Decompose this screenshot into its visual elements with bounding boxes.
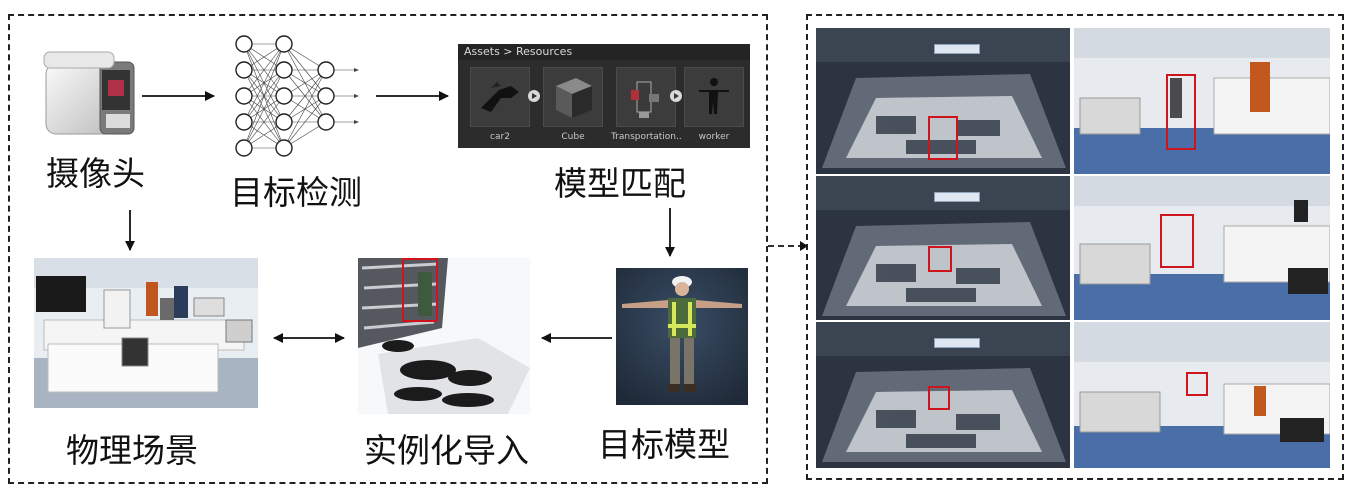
point-cloud-image — [358, 258, 530, 414]
results-grid — [816, 28, 1330, 468]
asset-tile-cube[interactable] — [543, 67, 603, 127]
camera-label: 摄像头 — [46, 154, 145, 193]
virtual-scene-view-2 — [816, 176, 1070, 320]
pipeline-arrows — [125, 91, 675, 343]
virtual-scene-view-3 — [816, 322, 1070, 468]
physical-scene-photo — [34, 258, 258, 408]
camera-icon — [40, 50, 140, 142]
machine-model-icon — [631, 81, 659, 118]
detection-box — [1166, 74, 1196, 150]
play-icon[interactable] — [528, 90, 540, 102]
detection-box — [928, 116, 958, 160]
asset-tile-transportation[interactable] — [616, 67, 676, 127]
asset-tile-worker[interactable] — [684, 67, 744, 127]
asset-name: car2 — [490, 132, 510, 142]
target-model-render — [616, 268, 748, 405]
asset-name: Cube — [561, 132, 585, 142]
camera-view-3 — [1074, 322, 1330, 468]
play-icon[interactable] — [670, 90, 682, 102]
detection-box — [1186, 372, 1208, 396]
detection-box — [928, 246, 952, 272]
frame-connector-arrow — [768, 241, 808, 251]
camera-view-1 — [1074, 28, 1330, 174]
detection-box — [1160, 214, 1194, 268]
asset-name: Transportation... — [611, 132, 681, 142]
target-model-label: 目标模型 — [598, 425, 730, 464]
gun-model-icon — [481, 82, 519, 112]
neural-network-icon — [226, 30, 362, 160]
left-pipeline-frame — [8, 14, 768, 484]
physical-scene-label: 物理场景 — [66, 431, 198, 470]
assets-breadcrumb: Assets > Resources — [458, 44, 750, 60]
detection-label: 目标检测 — [230, 173, 362, 212]
virtual-scene-view-1 — [816, 28, 1070, 174]
camera-view-2 — [1074, 176, 1330, 320]
assets-panel: Assets > Resources car2 Cube Transportat… — [458, 44, 750, 148]
instantiate-import-label: 实例化导入 — [364, 431, 529, 470]
right-results-frame — [806, 14, 1344, 480]
asset-name: worker — [698, 132, 730, 142]
detection-box — [928, 386, 950, 410]
model-matching-label: 模型匹配 — [554, 164, 686, 203]
detection-box — [402, 258, 438, 322]
asset-tile-car2[interactable] — [470, 67, 530, 127]
worker-model-icon — [699, 78, 729, 114]
cube-model-icon — [556, 78, 592, 118]
